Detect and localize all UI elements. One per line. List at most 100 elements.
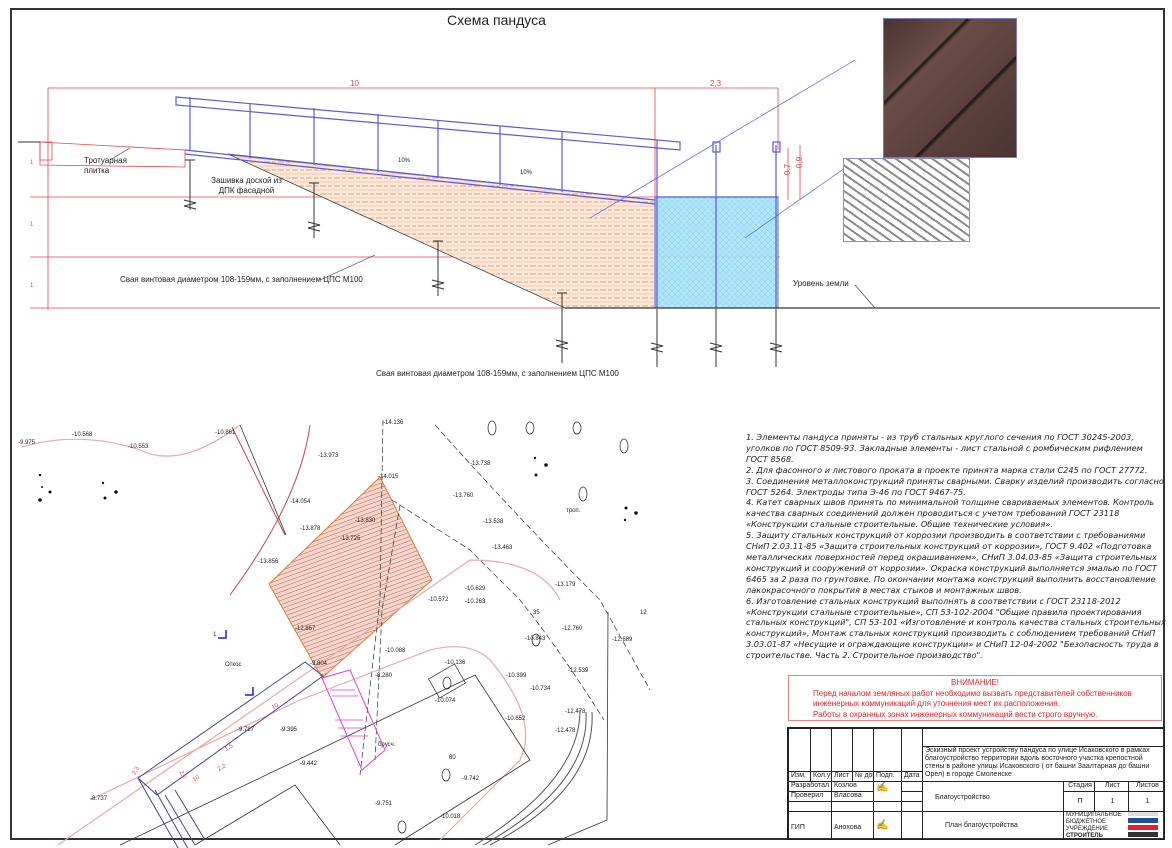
- org-line: БЮДЖЕТНОЕ: [1066, 819, 1107, 825]
- elevation-label: -9.395: [280, 727, 298, 733]
- dpk-board-photo: [883, 18, 1017, 158]
- elevation-label: -13.725: [340, 536, 361, 542]
- dim-h1: 0,7: [783, 163, 793, 176]
- dim-length: 10: [350, 79, 359, 88]
- stage-label: Стадия: [1064, 782, 1095, 792]
- sheet-value: 1: [1095, 792, 1129, 812]
- slope-label: 10%: [520, 170, 533, 176]
- sheet-name: План благоустройства: [923, 812, 1064, 840]
- elevation-label: -9.787: [237, 727, 255, 733]
- ramp-handrail: [175, 59, 856, 308]
- label-ground-level: Уровень земли: [793, 279, 849, 288]
- elevation-label: -13.830: [355, 518, 376, 524]
- elevation-label: -14.015: [378, 474, 399, 480]
- gip-label: ГИП: [789, 812, 832, 840]
- note-item: 1. Элементы пандуса приняты - из труб ст…: [746, 432, 1143, 464]
- mark-12: 12: [640, 610, 647, 616]
- tree-size: 80: [449, 755, 456, 761]
- section-name: Благоустройство: [923, 782, 1064, 812]
- elevation-label: -8.737: [90, 796, 108, 802]
- site-plan: [21, 419, 651, 848]
- elevation-label: -12.689: [612, 637, 633, 643]
- shrub-symbols: [38, 456, 638, 522]
- col-header: Лист: [832, 772, 853, 782]
- signature: ✍: [874, 782, 902, 802]
- elevation-label: -9.442: [300, 761, 318, 767]
- general-notes: 1. Элементы пандуса приняты - из труб ст…: [746, 432, 1166, 661]
- organization-logo: МУНИЦИПАЛЬНОЕ БЮДЖЕТНОЕ УЧРЕЖДЕНИЕ СТРОИ…: [1064, 812, 1165, 840]
- stage-value: П: [1064, 792, 1095, 812]
- label-pile: Свая винтовая диаметром 108-159мм, с зап…: [120, 275, 363, 284]
- warning-line: инженерных коммуникаций для уточнения ме…: [813, 699, 1060, 708]
- note-item: 2. Для фасонного и листового проката в п…: [746, 464, 1148, 475]
- elevation-label: -10.568: [72, 432, 93, 438]
- elevation-label: -12.760: [562, 626, 583, 632]
- warning-title: ВНИМАНИЕ!: [951, 678, 999, 687]
- sheets-value: 1: [1129, 792, 1165, 812]
- elevation-label: -13.973: [318, 453, 339, 459]
- elevation-label: -14.136: [383, 420, 404, 426]
- level-mark: 1: [30, 222, 34, 228]
- developed-name: Козлов: [832, 782, 874, 792]
- elevation-label: -10.136: [445, 660, 466, 666]
- org-line: МУНИЦИПАЛЬНОЕ: [1066, 812, 1122, 818]
- elevation-label: -10.074: [435, 698, 456, 704]
- col-header: Кол.уч: [811, 772, 832, 782]
- elevation-label: -9.751: [375, 801, 393, 807]
- screw-piles: [18, 141, 1160, 367]
- project-title: Эскизный проект устройству пандуса по ул…: [923, 747, 1165, 782]
- elevation-label: -10.843: [525, 636, 546, 642]
- tree-size: 35: [533, 610, 540, 616]
- expanded-mesh-photo: [843, 158, 970, 242]
- section-title: Схема пандуса: [447, 12, 546, 28]
- dim-platform: 2,3: [710, 79, 722, 88]
- elevation-label: -14.054: [290, 499, 311, 505]
- elevation-label: -9.804: [310, 661, 328, 667]
- elevation-label: -10.553: [128, 444, 149, 450]
- elevation-label: -10.088: [385, 648, 406, 654]
- col-header: Дата: [902, 772, 923, 782]
- elevation-label: -10.629: [465, 586, 486, 592]
- level-mark: 1: [30, 160, 34, 166]
- label-paving: Тротуарная плитка: [84, 156, 127, 175]
- drawing-frame: [10, 8, 1165, 840]
- title-block: Изм. Кол.уч Лист № док Подп. Дата Разраб…: [787, 727, 1165, 840]
- elevation-label: -13.878: [300, 526, 321, 532]
- elevation-label: -13.538: [483, 519, 504, 525]
- sheet-label: Лист: [1095, 782, 1129, 792]
- elevation-label: -10.734: [530, 686, 551, 692]
- gip-name: Анохова: [832, 812, 874, 840]
- elevation-label: -8.280: [375, 673, 393, 679]
- elevation-label: -10.018: [440, 814, 461, 820]
- elevation-label: -9.975: [18, 440, 36, 446]
- elevation-label: -13.179: [555, 582, 576, 588]
- elevation-label: -10.263: [465, 599, 486, 605]
- label-paving-plan: брусч.: [378, 742, 396, 748]
- label-cladding: Зашивка доской из ДПК фасадной: [211, 176, 282, 195]
- col-header: Подп.: [874, 772, 902, 782]
- elevation-label: -12.478: [565, 709, 586, 715]
- elevation-label: -10.572: [428, 597, 449, 603]
- elevation-label: -13.856: [258, 559, 279, 565]
- checked-name: Власова: [832, 792, 874, 802]
- trees: [397, 420, 629, 834]
- elevation-label: -10.399: [506, 673, 527, 679]
- org-line: УЧРЕЖДЕНИЕ: [1066, 826, 1109, 832]
- elevation-label: -10.652: [505, 716, 526, 722]
- label-pile: Свая винтовая диаметром 108-159мм, с зап…: [376, 369, 619, 378]
- note-item: 4. Катет сварных швов принять по минимал…: [746, 497, 1155, 530]
- label-path: троп.: [566, 508, 581, 514]
- col-header: № док: [853, 772, 874, 782]
- warning-line: Перед началом земляных работ необходимо …: [813, 688, 1132, 698]
- col-header: Изм.: [789, 772, 811, 782]
- slope-label: 10%: [398, 158, 411, 164]
- label-slope: Откос: [225, 662, 242, 668]
- checked-label: Проверил: [789, 792, 832, 802]
- sheets-label: Листов: [1129, 782, 1165, 792]
- org-line: СТРОИТЕЛЬ: [1066, 833, 1103, 839]
- dim-h2: 0,9: [795, 156, 805, 169]
- elevation-label: -9.742: [462, 776, 480, 782]
- developed-label: Разработал: [789, 782, 832, 792]
- elevation-label: -10.861: [215, 430, 236, 436]
